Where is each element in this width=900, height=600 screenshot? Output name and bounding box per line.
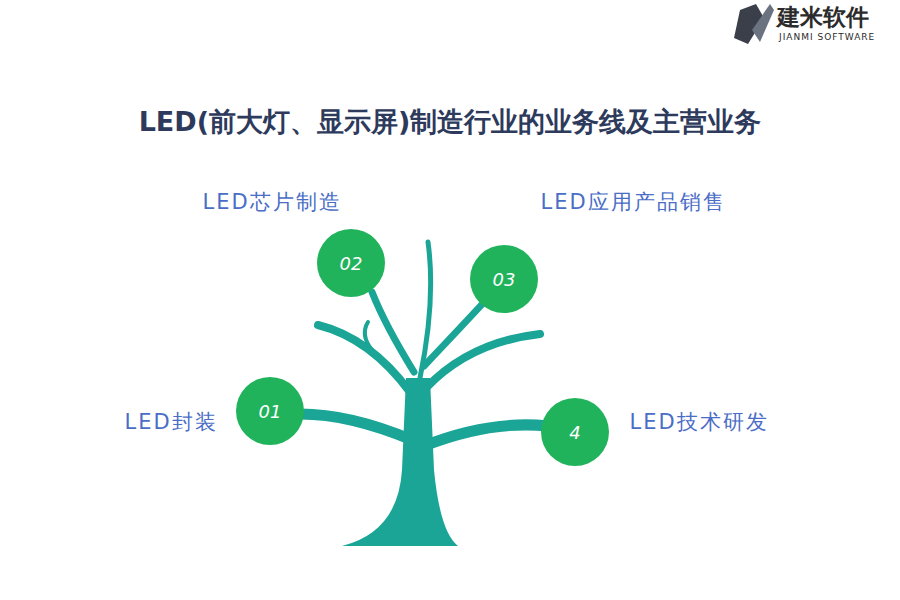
callout-number: 02 — [340, 253, 363, 274]
number-circle: 4 — [541, 398, 609, 466]
business-node: 01LED封装 — [236, 377, 304, 445]
callout-number: 03 — [493, 269, 516, 290]
business-label: LED技术研发 — [629, 408, 768, 436]
logo-subtext: JIANMI SOFTWARE — [779, 32, 875, 42]
callout-number: 4 — [569, 422, 580, 443]
business-node: 03LED应用产品销售 — [470, 245, 538, 313]
logo-text: 建米软件 — [777, 2, 869, 33]
number-circle: 03 — [470, 245, 538, 313]
number-circle: 01 — [236, 377, 304, 445]
business-label: LED芯片制造 — [202, 188, 341, 216]
business-label: LED应用产品销售 — [540, 188, 725, 216]
business-node: 02LED芯片制造 — [317, 229, 385, 297]
callout-number: 01 — [259, 401, 282, 422]
business-label: LED封装 — [124, 408, 217, 436]
business-node: 4LED技术研发 — [541, 398, 609, 466]
diagram-title: LED(前大灯、显示屏)制造行业的业务线及主营业务 — [0, 104, 900, 140]
number-circle: 02 — [317, 229, 385, 297]
